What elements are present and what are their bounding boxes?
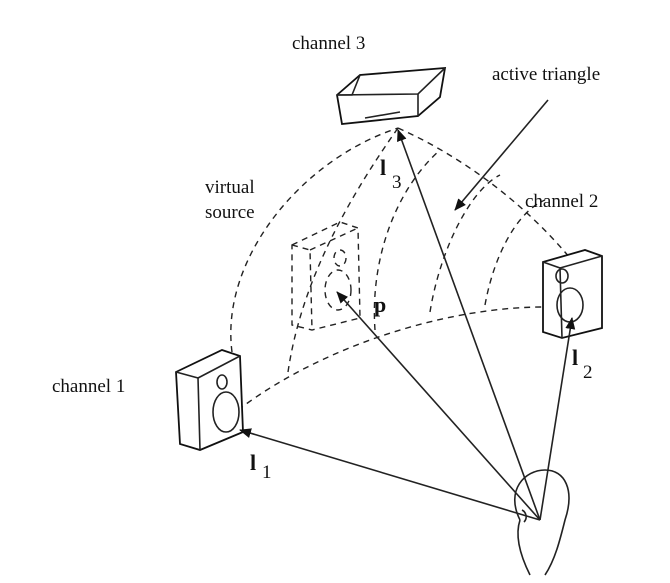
arc-ch1-ch2 [237, 306, 571, 411]
label-virtual: virtual [205, 177, 255, 198]
label-source: source [205, 202, 255, 223]
virtual-source-speaker [291, 221, 361, 331]
active-triangle-pointer [454, 99, 549, 211]
label-channel-3: channel 3 [292, 33, 365, 54]
label-sub-1: 1 [262, 462, 272, 483]
vectors [239, 99, 576, 521]
label-vector-l2: l [572, 345, 578, 370]
arc-inner-a [287, 127, 399, 373]
listener-head [514, 469, 570, 576]
label-channel-1: channel 1 [52, 376, 125, 397]
arc-ch3-ch2 [397, 127, 571, 259]
label-channel-2: channel 2 [525, 191, 598, 212]
label-sub-2: 2 [583, 362, 593, 383]
channel-1-speaker [175, 349, 244, 451]
dashed-arcs [230, 127, 571, 411]
vector-l1 [239, 428, 541, 521]
label-vector-p: p [374, 292, 386, 317]
arc-inner-d [484, 199, 546, 306]
label-vector-l1: l [250, 450, 256, 475]
label-sub-3: 3 [392, 172, 402, 193]
arc-inner-c [429, 174, 501, 313]
channel-3-speaker [336, 67, 447, 125]
vector-l3 [397, 129, 541, 521]
arc-ch1-ch3 [230, 127, 399, 353]
label-active-triangle: active triangle [492, 64, 600, 85]
channel-2-speaker [542, 249, 603, 339]
vector-p [336, 291, 541, 521]
arc-inner-b [373, 149, 441, 331]
label-vector-l3: l [380, 155, 386, 180]
vector-l2 [539, 317, 576, 521]
